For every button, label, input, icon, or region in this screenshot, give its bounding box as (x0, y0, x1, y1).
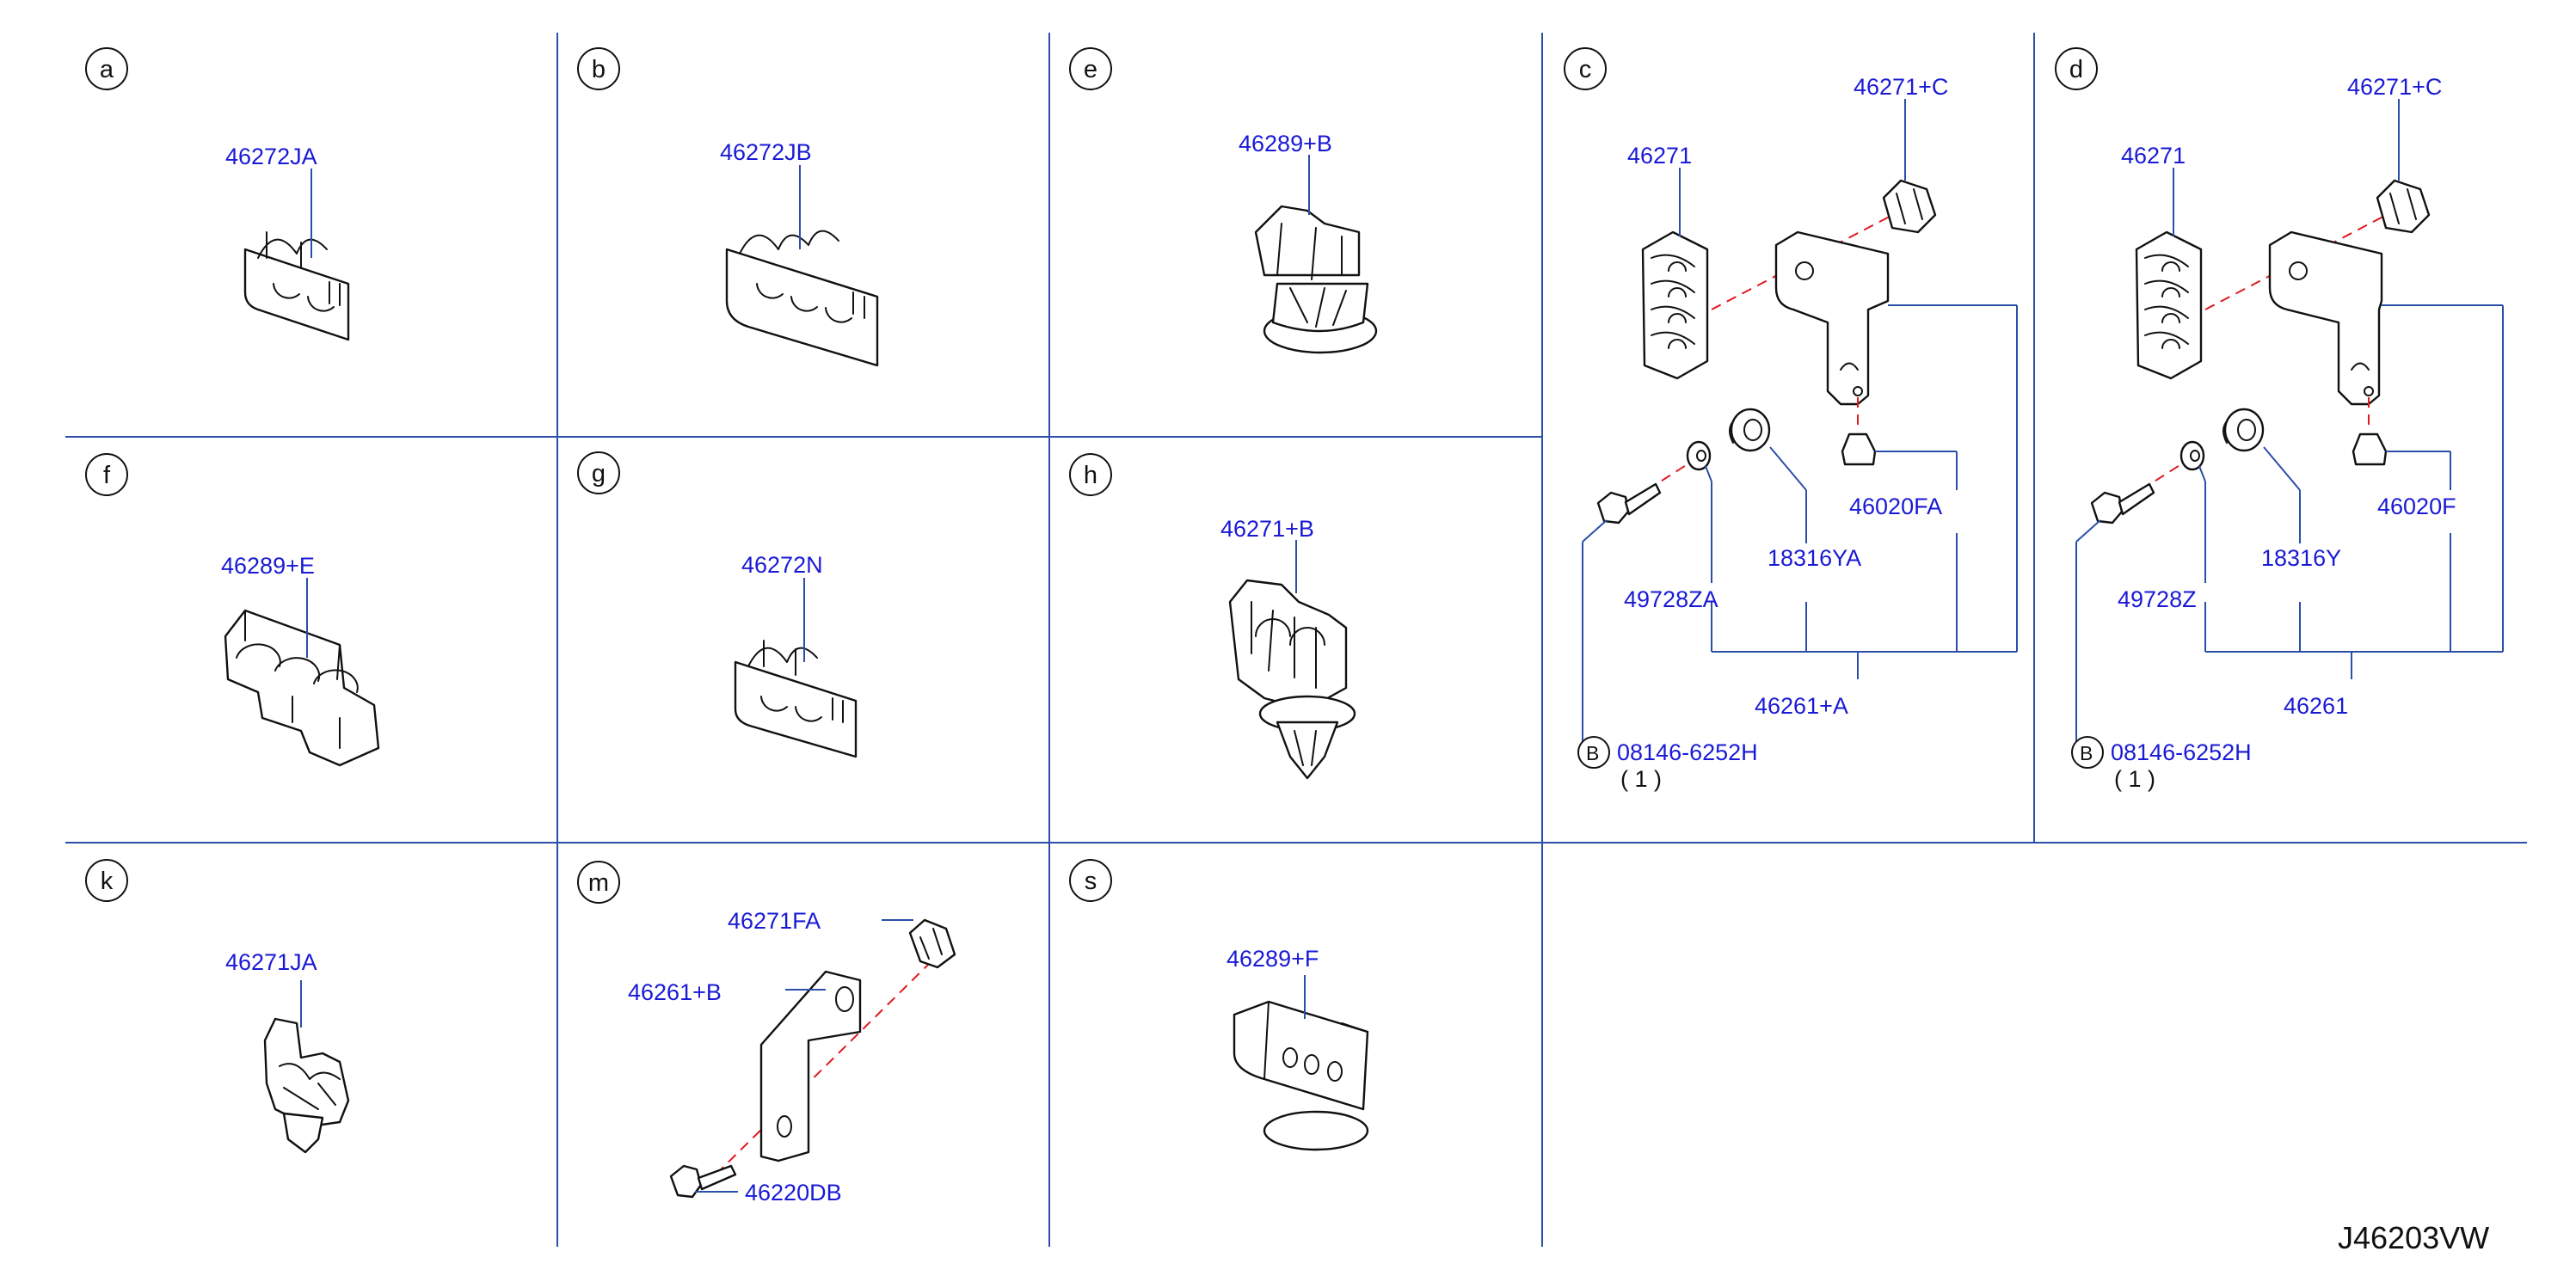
m-bolt-icon (669, 1164, 737, 1199)
section-m-marker: m (577, 861, 620, 904)
svg-text:g: g (592, 460, 606, 488)
d-bolt-marker: B (2080, 742, 2093, 764)
part-c-assembly (1577, 99, 2018, 769)
svg-text:k: k (101, 868, 114, 895)
svg-text:a: a (100, 56, 114, 83)
part-m-clip-label: 46271FA (728, 908, 821, 934)
d-bolt-icon (2090, 482, 2155, 525)
part-a-clip (243, 169, 350, 341)
c-bolt-icon (1596, 482, 1662, 525)
section-c-marker: c (1564, 47, 1607, 90)
part-c-bolt-label: 08146-6252H (1617, 739, 1758, 765)
section-d-marker: d (2055, 47, 2098, 90)
part-h-label: 46271+B (1220, 516, 1314, 542)
part-c-qty: ( 1 ) (1620, 766, 1662, 792)
section-k-marker: k (85, 859, 128, 902)
part-d-qty: ( 1 ) (2114, 766, 2155, 792)
part-f-clip (224, 578, 380, 767)
part-a-label: 46272JA (225, 144, 317, 169)
part-d-assy-label: 46261 (2284, 693, 2348, 719)
svg-text:c: c (1579, 56, 1592, 83)
part-h-clip (1228, 540, 1356, 780)
part-g-clip (734, 578, 858, 758)
section-g-marker: g (577, 451, 620, 494)
part-c-grommet-label: 18316YA (1768, 545, 1861, 571)
part-m-bracket-label: 46261+B (628, 979, 722, 1005)
part-k-clip (263, 980, 350, 1154)
part-d-clamp-label: 46271 (2121, 143, 2186, 169)
part-m-assembly (669, 918, 956, 1199)
part-d-bolt-label: 08146-6252H (2111, 739, 2252, 765)
part-b-label: 46272JB (720, 139, 812, 165)
svg-text:s: s (1085, 868, 1097, 895)
part-d-grommet-label: 18316Y (2261, 545, 2341, 571)
part-d-cap-label: 46020F (2377, 494, 2456, 519)
svg-text:f: f (103, 462, 111, 489)
diagram-code: J46203VW (2338, 1220, 2489, 1255)
part-s-block (1233, 975, 1369, 1151)
part-f-label: 46289+E (221, 553, 315, 579)
svg-text:b: b (592, 56, 606, 83)
c-bolt-marker: B (1586, 742, 1599, 764)
part-c-clip-label: 46271+C (1854, 74, 1948, 100)
part-e-label: 46289+B (1239, 131, 1332, 156)
part-c-assy-label: 46261+A (1755, 693, 1848, 719)
grid-lines (65, 33, 2527, 1247)
svg-text:m: m (588, 869, 609, 897)
svg-text:d: d (2069, 56, 2083, 83)
section-b-marker: b (577, 47, 620, 90)
part-m-bolt-label: 46220DB (745, 1180, 842, 1205)
part-c-cap-label: 46020FA (1849, 494, 1942, 519)
part-c-washer-label: 49728ZA (1624, 586, 1718, 612)
section-markers: a b e c d f g h k m s (85, 47, 2098, 904)
part-s-label: 46289+F (1227, 946, 1319, 972)
part-e-clip (1254, 155, 1378, 354)
section-f-marker: f (85, 453, 128, 496)
part-c-clamp-label: 46271 (1627, 143, 1692, 169)
svg-text:h: h (1084, 462, 1097, 489)
part-k-label: 46271JA (225, 949, 317, 975)
part-d-clip-label: 46271+C (2347, 74, 2442, 100)
section-s-marker: s (1069, 859, 1112, 902)
part-b-clip (725, 165, 879, 367)
part-g-label: 46272N (741, 552, 823, 578)
part-d-assembly (2071, 99, 2504, 769)
svg-text:e: e (1084, 56, 1097, 83)
section-a-marker: a (85, 47, 128, 90)
part-d-washer-label: 49728Z (2118, 586, 2197, 612)
section-h-marker: h (1069, 453, 1112, 496)
section-e-marker: e (1069, 47, 1112, 90)
